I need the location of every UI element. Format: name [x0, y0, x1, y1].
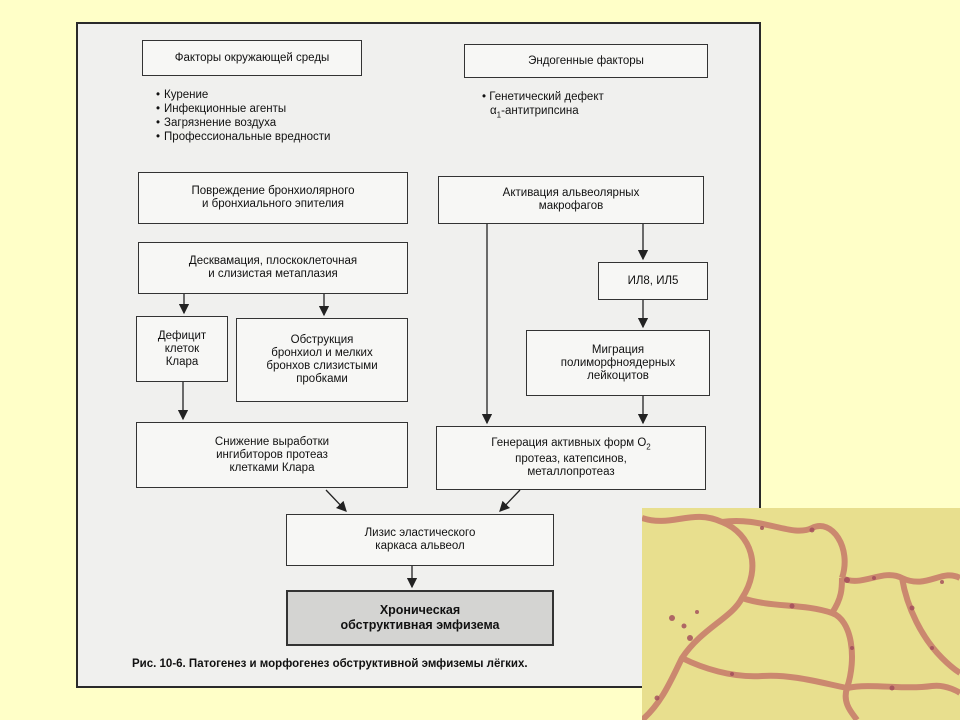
il-box: ИЛ8, ИЛ5	[598, 262, 708, 300]
alpha-subscript: 1	[496, 110, 502, 120]
env-factors-title: Факторы окружающей среды	[174, 51, 330, 64]
lysis-box: Лизис эластического каркаса альвеол	[286, 514, 554, 566]
alpha-symbol: α	[490, 105, 497, 117]
env-factors-box: Факторы окружающей среды	[142, 40, 362, 76]
macrophage-activation-box: Активация альвеолярных макрофагов	[438, 176, 704, 224]
leukocyte-migration-box: Миграция полиморфноядерных лейкоцитов	[526, 330, 710, 396]
env-factor-item: Инфекционные агенты	[156, 102, 330, 116]
endo-factor-item-2: α1-антитрипсина	[482, 104, 604, 122]
desquamation-box: Десквамация, плоскоклеточная и слизистая…	[138, 242, 408, 294]
chronic-emphysema-box: Хроническая обструктивная эмфизема	[286, 590, 554, 646]
env-factor-item: Профессиональные вредности	[156, 130, 330, 144]
clara-deficit-box: Дефицит клеток Клара	[136, 316, 228, 382]
endo-factors-title: Эндогенные факторы	[528, 54, 644, 67]
obstruction-box: Обструкция бронхиол и мелких бронхов сли…	[236, 318, 408, 402]
env-factor-item: Курение	[156, 88, 330, 102]
alveoli-micrograph	[642, 508, 960, 720]
epithelium-damage-box: Повреждение бронхиолярного и бронхиально…	[138, 172, 408, 224]
histology-image	[642, 508, 960, 720]
figure-caption: Рис. 10-6. Патогенез и морфогенез обстру…	[132, 658, 528, 670]
endo-factors-list: • Генетический дефект α1-антитрипсина	[482, 90, 604, 122]
endo-factor-item: • Генетический дефект	[482, 91, 604, 103]
o2-subscript: 2	[646, 442, 651, 452]
env-factors-list: Курение Инфекционные агенты Загрязнение …	[156, 88, 330, 144]
inhibitor-decrease-box: Снижение выработки ингибиторов протеаз к…	[136, 422, 408, 488]
figure-page: Факторы окружающей среды Курение Инфекци…	[76, 22, 761, 688]
endo-factors-box: Эндогенные факторы	[464, 44, 708, 78]
env-factor-item: Загрязнение воздуха	[156, 116, 330, 130]
antitrypsin-label: -антитрипсина	[501, 105, 579, 117]
